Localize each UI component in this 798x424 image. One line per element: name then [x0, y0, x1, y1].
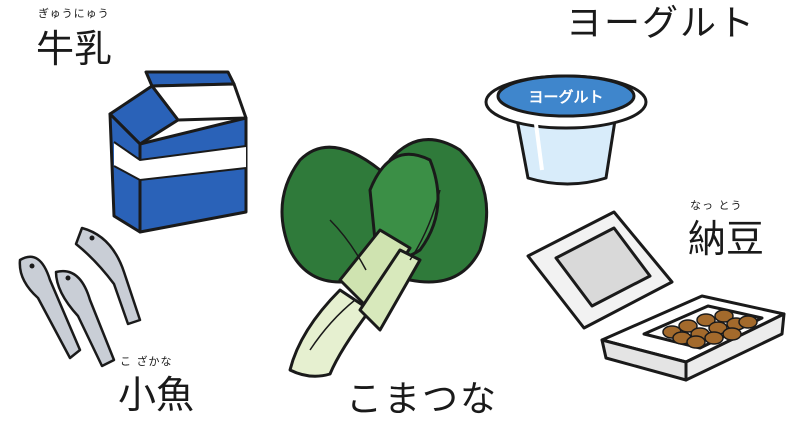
yogurt-cup-illustration: ヨーグルト: [484, 74, 648, 186]
natto-reading: なっ とう: [690, 199, 743, 212]
komatsuna-illustration: [280, 138, 489, 378]
yogurt-label: ヨーグルト: [566, 3, 757, 44]
yogurt-cup-text: ヨーグルト: [528, 88, 603, 106]
milk-carton-illustration: [108, 70, 248, 234]
fish-label: 小魚: [118, 373, 195, 417]
komatsuna-label: こまつな: [346, 379, 499, 420]
milk-label: 牛乳: [36, 27, 113, 71]
milk-reading: ぎゅうにゅう: [38, 7, 110, 20]
fish-reading: こ ざかな: [120, 355, 173, 368]
small-fish-illustration: [18, 226, 142, 368]
natto-label: 納豆: [688, 217, 765, 261]
natto-pack-illustration: [526, 210, 786, 382]
